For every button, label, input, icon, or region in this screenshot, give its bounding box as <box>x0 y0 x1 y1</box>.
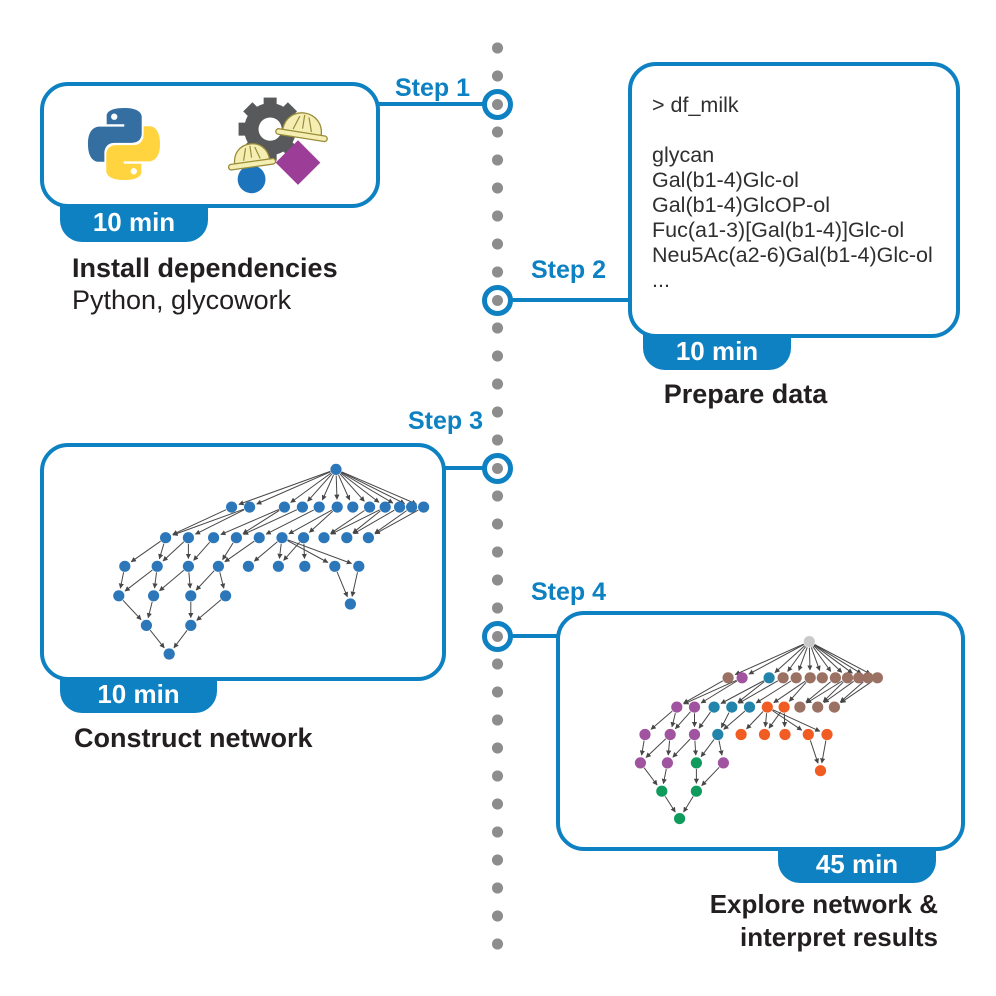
timeline-dot-icon <box>491 462 503 474</box>
step4-title-line1: Explore network & <box>709 889 938 919</box>
hard-hat-left-icon <box>227 143 277 171</box>
head-icon <box>237 165 266 194</box>
step4-label: Step 4 <box>531 578 607 606</box>
timeline-dotted-line <box>491 34 503 958</box>
step4-connector-line <box>511 634 559 638</box>
step1-connector-line <box>368 102 483 106</box>
step4-timeline-node-icon <box>481 620 513 652</box>
step1-box <box>40 82 380 208</box>
step2-code-output: > df_milk glycan Gal(b1-4)Glc-ol Gal(b1-… <box>652 93 933 292</box>
hard-hat-right-icon <box>275 112 328 143</box>
timeline-dot-icon <box>491 630 503 642</box>
step1-label: Step 1 <box>394 74 470 102</box>
gem-icon <box>275 140 321 185</box>
gear-hole <box>258 117 282 141</box>
step1-subtitle: Python, glycowork <box>72 285 292 315</box>
step2-title: Prepare data <box>663 379 828 409</box>
python-logo-icon <box>87 107 161 181</box>
step3-label: Step 3 <box>407 407 483 435</box>
step4-network-graph <box>560 615 953 839</box>
step3-connector-line <box>436 466 483 470</box>
step3-timeline-node-icon <box>481 452 513 484</box>
step3-title: Construct network <box>74 723 313 753</box>
step1-duration-text: 10 min <box>92 206 176 237</box>
step2-box <box>628 62 960 338</box>
step1-timeline-node-icon <box>481 88 513 120</box>
timeline-dot-icon <box>491 98 503 110</box>
step4-duration-text: 45 min <box>815 848 899 879</box>
timeline-dot-icon <box>491 294 503 306</box>
step1-caption: Install dependencies Python, glycowork <box>72 252 338 316</box>
step2-label: Step 2 <box>531 256 607 284</box>
step2-timeline-node-icon <box>481 284 513 316</box>
glycowork-logo-icon <box>227 97 328 194</box>
step2-connector-line <box>511 298 631 302</box>
step2-duration-text: 10 min <box>675 335 759 366</box>
step3-network-graph <box>44 447 434 669</box>
step1-title: Install dependencies <box>72 253 338 283</box>
step3-box <box>40 443 446 681</box>
step4-caption: Explore network & interpret results <box>618 888 938 954</box>
step4-title-line2: interpret results <box>740 922 938 952</box>
step3-duration-text: 10 min <box>97 678 180 709</box>
